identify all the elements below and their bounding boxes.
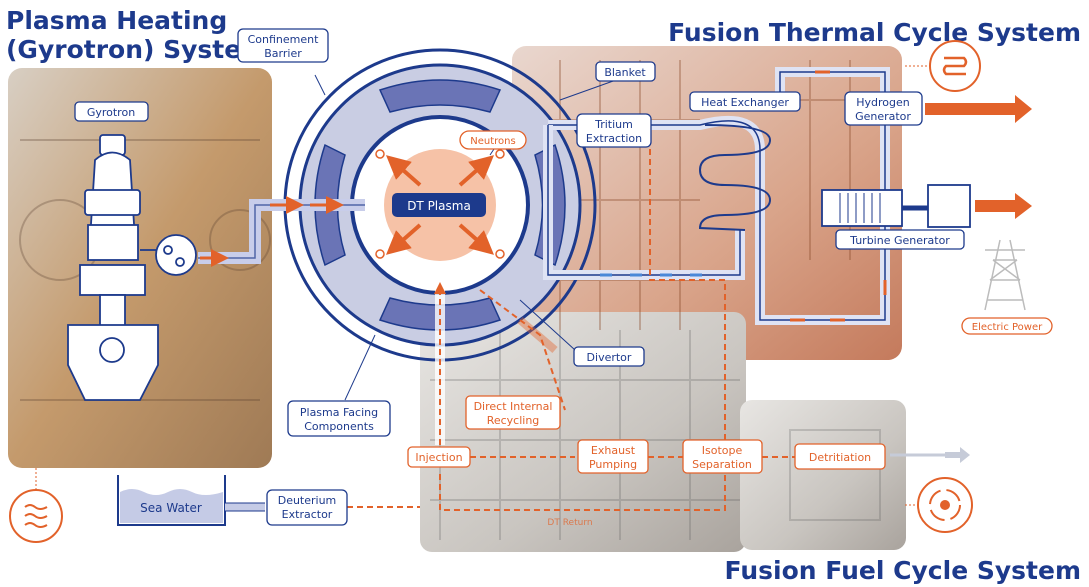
electric-power-label: Electric Power <box>972 322 1043 333</box>
thermal-cycle-title: Fusion Thermal Cycle System <box>668 18 1081 47</box>
hydrogen-generator-label-2: Generator <box>855 110 911 123</box>
navy-label-boxes <box>74 28 965 526</box>
gyrotron-device <box>67 134 197 401</box>
deuterium-extractor-label-2: Extractor <box>282 508 333 521</box>
plasma-heating-title-2: (Gyrotron) System <box>6 35 267 64</box>
exhaust-pumping-label-2: Pumping <box>589 458 637 471</box>
direct-internal-recycling-label-2: Recycling <box>487 414 540 427</box>
dt-plasma-label: DT Plasma <box>407 199 471 213</box>
tritium-extraction-label-2: Extraction <box>586 132 642 145</box>
coil-icon <box>905 40 981 92</box>
plasma-facing-label-2: Components <box>304 420 374 433</box>
dt-return-label: DT Return <box>547 518 592 528</box>
confinement-barrier-label-2: Barrier <box>264 47 302 60</box>
plasma-facing-label-1: Plasma Facing <box>300 406 378 419</box>
fuel-photo-right <box>740 400 906 550</box>
fuel-cycle-title: Fusion Fuel Cycle System <box>725 556 1081 585</box>
confinement-barrier-label-1: Confinement <box>248 33 320 46</box>
heat-waves-icon <box>9 468 63 543</box>
divertor-label: Divertor <box>587 351 632 364</box>
hydrogen-generator-label-1: Hydrogen <box>856 96 910 109</box>
isotope-separation-label-2: Separation <box>692 458 752 471</box>
blanket-label: Blanket <box>604 66 646 79</box>
tritium-extraction-label-1: Tritium <box>594 118 633 131</box>
detritiation-label: Detritiation <box>809 451 871 464</box>
gyrotron-beam <box>198 196 365 267</box>
fuel-flows <box>347 140 795 511</box>
deuterium-extractor-label-1: Deuterium <box>278 494 337 507</box>
turbine-device <box>821 184 971 228</box>
fuel-photo-left <box>420 312 746 552</box>
power-tower-icon <box>984 239 1026 311</box>
injection-label: Injection <box>415 451 462 464</box>
direct-internal-recycling-label-1: Direct Internal <box>474 400 553 413</box>
orange-label-boxes <box>407 130 1053 474</box>
fuel-cycle-icon <box>905 477 973 533</box>
dt-plasma-box <box>392 193 486 217</box>
detritiation-out-arrow <box>945 447 970 463</box>
isotope-separation-label-1: Isotope <box>702 444 743 457</box>
output-arrows <box>925 95 1032 219</box>
gyrotron-label: Gyrotron <box>87 106 135 119</box>
turbine-generator-label: Turbine Generator <box>849 234 950 247</box>
neutrons-label: Neutrons <box>470 136 515 147</box>
exhaust-pumping-label-1: Exhaust <box>591 444 636 457</box>
plasma-heating-title-1: Plasma Heating <box>6 6 227 35</box>
heat-exchanger-coil <box>698 124 772 231</box>
sea-water-tank <box>117 475 265 526</box>
heat-exchanger-label: Heat Exchanger <box>701 96 789 109</box>
sea-water-label: Sea Water <box>140 501 202 515</box>
coolant-loop <box>543 67 890 325</box>
